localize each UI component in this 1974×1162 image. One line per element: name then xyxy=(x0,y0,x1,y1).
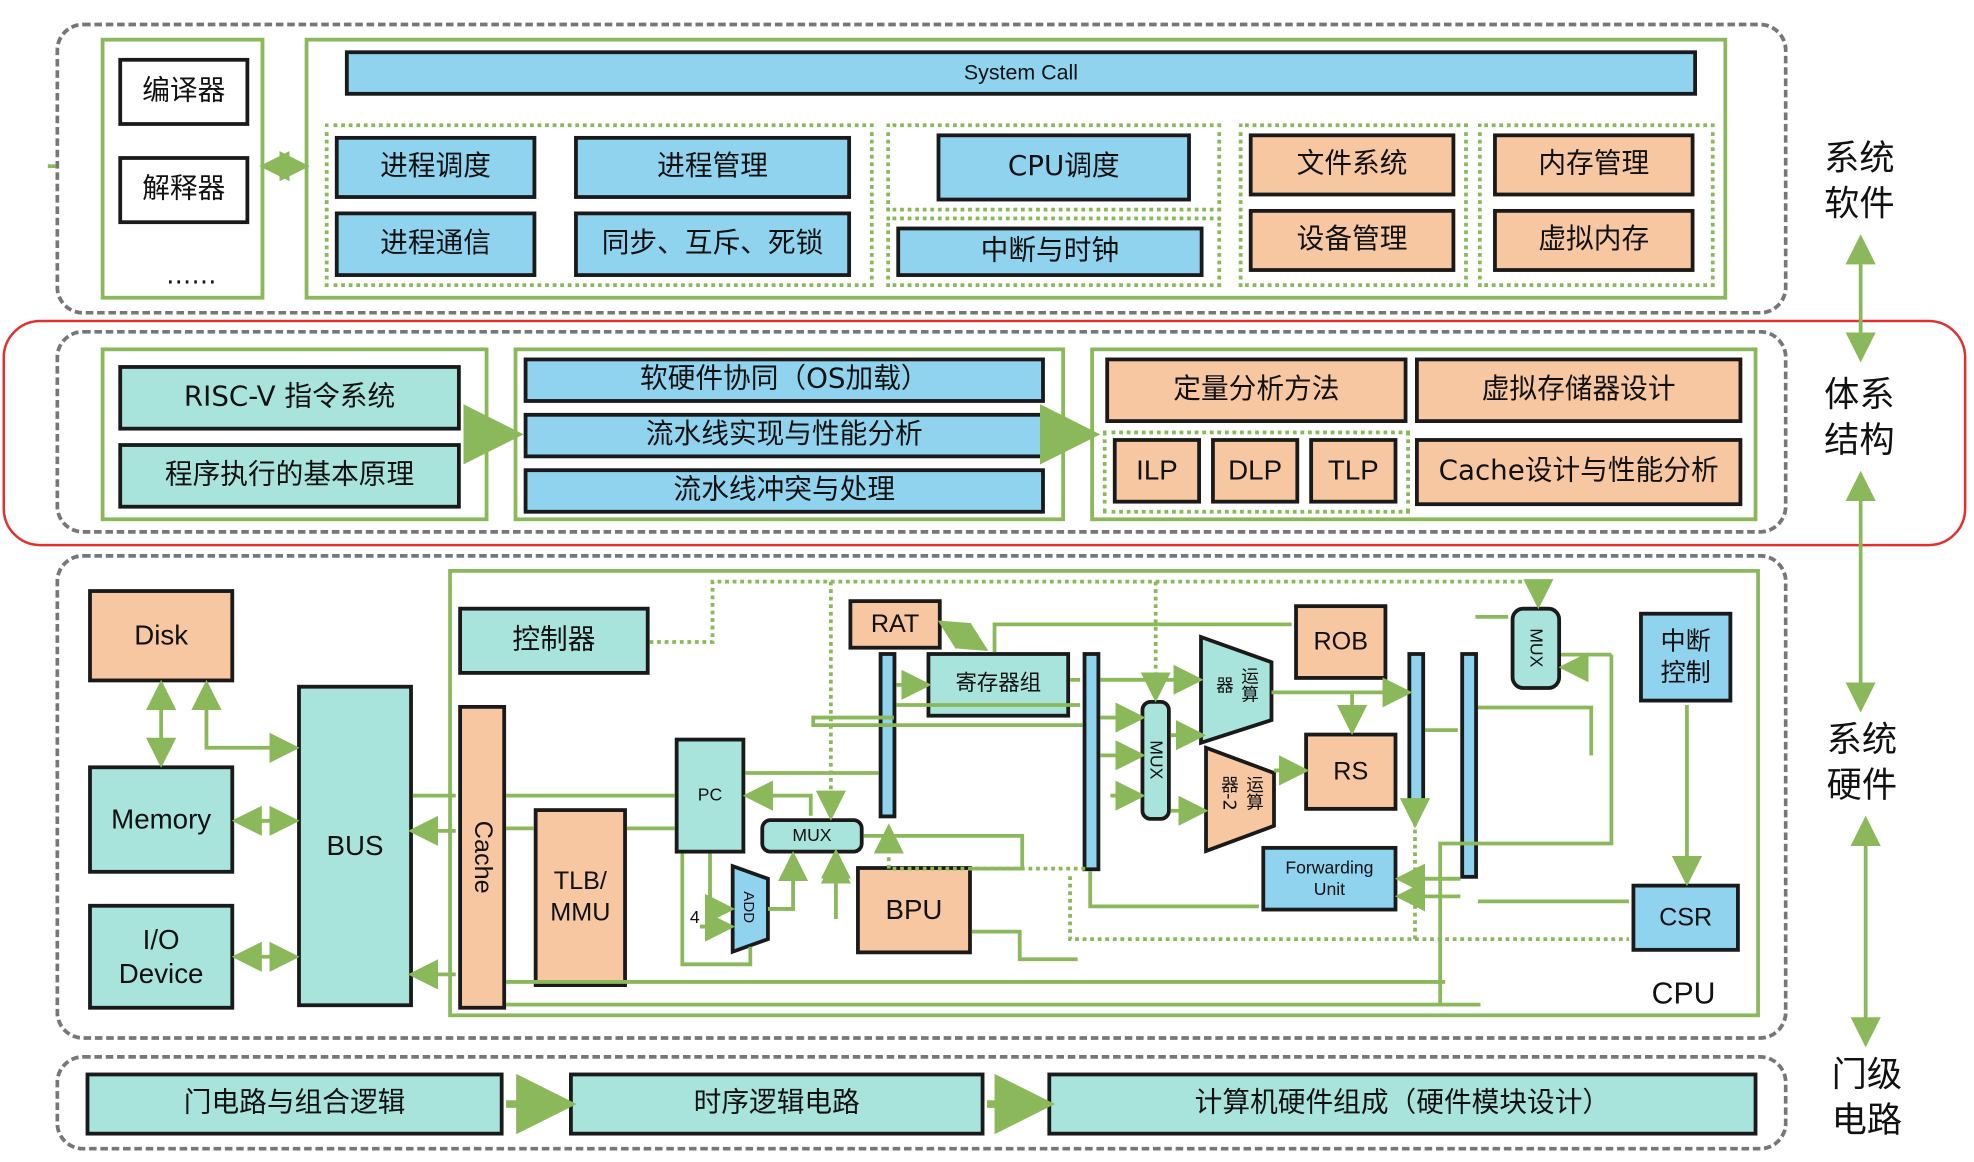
process-schedule-box: 进程调度 xyxy=(334,135,537,199)
ilp-box: ILP xyxy=(1112,438,1201,504)
gate-frame xyxy=(55,1054,1788,1151)
rat-box: RAT xyxy=(848,599,942,650)
process-comm-box: 进程通信 xyxy=(334,211,537,277)
compiler-box: 编译器 xyxy=(118,57,250,126)
basic-principle-box: 程序执行的基本原理 xyxy=(118,443,461,509)
cpu-schedule-box: CPU调度 xyxy=(936,133,1191,202)
mux-box: MUX xyxy=(760,818,864,854)
system-call-box: System Call xyxy=(344,50,1697,96)
tlp-box: TLP xyxy=(1309,438,1398,504)
dlp-box: DLP xyxy=(1211,438,1300,504)
io-device-box: I/O Device xyxy=(88,903,235,1010)
cache-label: Cache xyxy=(468,820,497,894)
gate-circuit-box: 门电路与组合逻辑 xyxy=(85,1072,504,1136)
process-group xyxy=(324,123,874,288)
controller-box: 控制器 xyxy=(458,606,650,675)
pipeline-register-4 xyxy=(1460,652,1478,879)
adder-label: ADD xyxy=(740,891,758,924)
memory-group xyxy=(1477,123,1715,288)
pipeline-register-1 xyxy=(878,652,897,819)
cpu-schedule-group xyxy=(886,123,1222,212)
interrupt-control-box: 中断 控制 xyxy=(1639,611,1733,703)
four-label: 4 xyxy=(689,906,700,927)
architecture-frame xyxy=(55,329,1788,534)
hw-sw-box: 软硬件协同（OS加载） xyxy=(523,357,1045,403)
parallelism-group xyxy=(1102,430,1410,514)
interrupt-clock-box: 中断与时钟 xyxy=(896,226,1204,277)
alu1-label: 运算 器 xyxy=(1213,667,1259,703)
process-manage-box: 进程管理 xyxy=(574,135,852,199)
bus-box: BUS xyxy=(297,684,413,1008)
tlb-mmu-box: TLB/ MMU xyxy=(533,808,627,987)
cache-box: Cache xyxy=(458,704,507,1010)
toolchain-more: …… xyxy=(166,259,217,290)
memory-manage-box: 内存管理 xyxy=(1493,133,1695,197)
computer-hw-box: 计算机硬件组成（硬件模块设计） xyxy=(1047,1072,1758,1136)
bpu-box: BPU xyxy=(856,866,972,955)
file-system-box: 文件系统 xyxy=(1248,133,1456,197)
cpu-frame xyxy=(448,569,1760,1018)
disk-box: Disk xyxy=(88,589,235,683)
riscv-box: RISC-V 指令系统 xyxy=(118,365,461,431)
system-software-frame xyxy=(55,22,1788,315)
pipeline-register-2 xyxy=(1082,652,1101,872)
quant-box: 定量分析方法 xyxy=(1105,357,1408,423)
architecture-highlight xyxy=(2,319,1967,547)
pipeline-impl-box: 流水线实现与性能分析 xyxy=(523,412,1045,459)
pipeline-hazard-box: 流水线冲突与处理 xyxy=(523,468,1045,514)
interrupt-group xyxy=(886,216,1222,288)
virtual-memory-box: 虚拟内存 xyxy=(1493,208,1695,272)
mux3-box: MUX xyxy=(1510,606,1562,690)
memory-box: Memory xyxy=(88,765,235,874)
layer-label-architecture: 体系 结构 xyxy=(1824,373,1895,462)
vm-design-box: 虚拟存储器设计 xyxy=(1415,357,1743,423)
alu1-shape xyxy=(1199,634,1274,746)
cpu-label: CPU xyxy=(1651,976,1716,1011)
mux2-label: MUX xyxy=(1146,740,1167,780)
cache-design-box: Cache设计与性能分析 xyxy=(1415,438,1743,507)
file-device-group xyxy=(1238,123,1468,288)
sequential-logic-box: 时序逻辑电路 xyxy=(569,1072,985,1136)
layer-label-system-software: 系统 软件 xyxy=(1824,137,1895,225)
interpreter-box: 解释器 xyxy=(118,156,250,225)
rob-box: ROB xyxy=(1294,604,1388,680)
device-manage-box: 设备管理 xyxy=(1248,208,1456,272)
sync-box: 同步、互斥、死锁 xyxy=(574,211,852,277)
hardware-frame xyxy=(55,553,1788,1040)
pc-box: PC xyxy=(674,737,746,854)
layer-label-gate-level: 门级 电路 xyxy=(1831,1053,1903,1142)
alu2-label: 运算 器-2 xyxy=(1218,775,1264,811)
mux3-label: MUX xyxy=(1526,628,1547,668)
layer-label-system-hardware: 系统 硬件 xyxy=(1826,718,1898,807)
